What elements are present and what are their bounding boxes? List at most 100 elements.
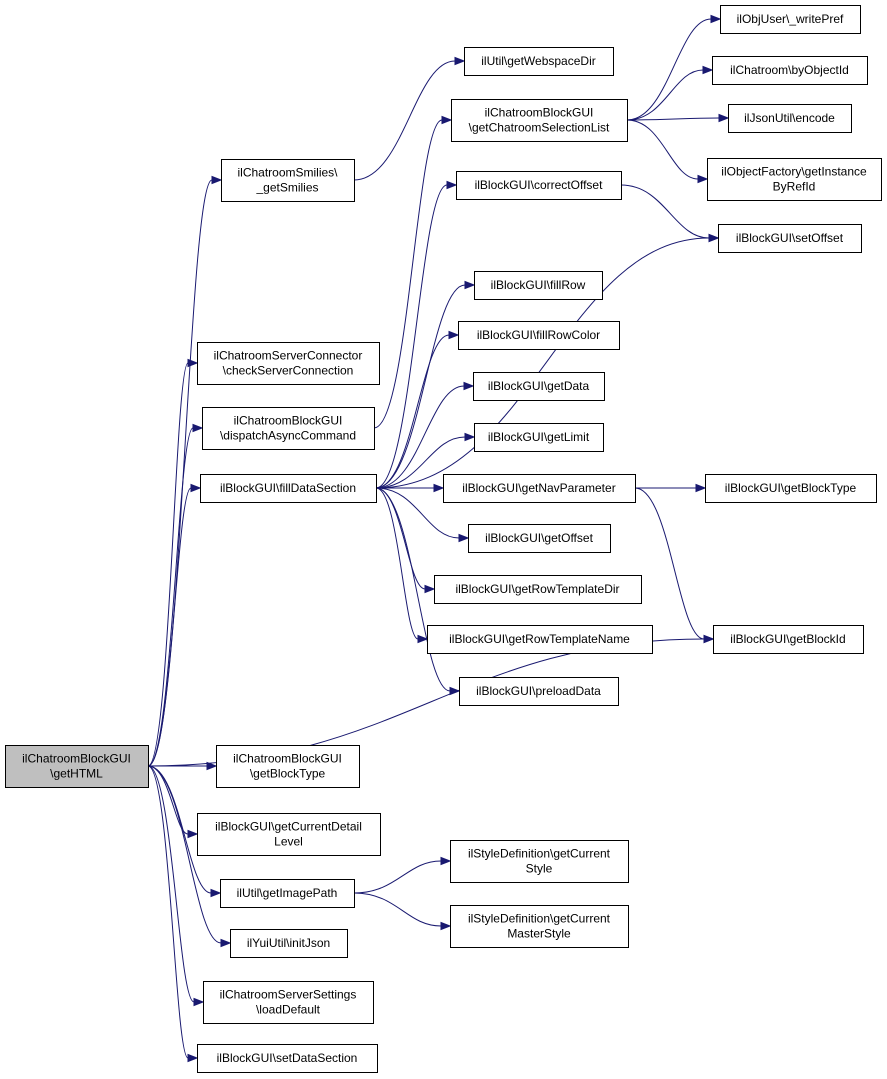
node-preload[interactable]: ilBlockGUI\preloadData — [459, 677, 619, 706]
node-label: ilChatroomBlockGUI — [234, 414, 343, 428]
edge-imagePath-to-styleCur — [353, 856, 452, 894]
node-webspace[interactable]: ilUtil\getWebspaceDir — [464, 47, 614, 76]
node-label: ilChatroomServerConnector — [214, 349, 363, 363]
node-box — [221, 159, 355, 202]
node-loadDefault[interactable]: ilChatroomServerSettings\loadDefault — [203, 981, 374, 1024]
edge-line — [147, 765, 222, 944]
node-label: ilBlockGUI\fillRowColor — [477, 328, 600, 342]
node-setDataSection[interactable]: ilBlockGUI\setDataSection — [197, 1044, 378, 1073]
node-smilies[interactable]: ilChatroomSmilies\_getSmilies — [221, 159, 355, 202]
node-root[interactable]: ilChatroomBlockGUI\getHTML — [5, 745, 149, 788]
node-imagePath[interactable]: ilUtil\getImagePath — [220, 879, 355, 908]
edge-arrowhead — [463, 381, 475, 391]
edge-arrowhead — [433, 483, 445, 493]
edge-arrowhead — [206, 761, 218, 771]
node-correctOffset[interactable]: ilBlockGUI\correctOffset — [456, 171, 622, 200]
node-label: ilBlockGUI\getLimit — [488, 430, 590, 444]
node-blockType[interactable]: ilBlockGUI\getBlockType — [705, 474, 877, 503]
edge-line — [375, 436, 466, 489]
edge-selList-to-writePref — [626, 14, 722, 121]
node-box — [197, 1044, 378, 1073]
node-byObjectId[interactable]: ilChatroom\byObjectId — [712, 56, 868, 85]
edge-arrowhead — [718, 113, 730, 123]
node-box — [458, 321, 620, 350]
node-label: ilUtil\getImagePath — [237, 886, 338, 900]
node-blockId[interactable]: ilBlockGUI\getBlockId — [713, 625, 864, 654]
node-label: ilBlockGUI\getCurrentDetail — [215, 820, 362, 834]
node-label: ilChatroomSmilies\ — [237, 166, 338, 180]
edge-arrowhead — [440, 921, 452, 931]
node-dispatch[interactable]: ilChatroomBlockGUI\dispatchAsyncCommand — [202, 407, 375, 450]
node-encode[interactable]: ilJsonUtil\encode — [728, 104, 852, 133]
node-box — [464, 47, 614, 76]
node-fillRowColor[interactable]: ilBlockGUI\fillRowColor — [458, 321, 620, 350]
edge-fillDataSection-to-preload — [375, 487, 461, 696]
edge-arrowhead — [446, 180, 458, 190]
edge-root-to-chatBlockType — [148, 761, 218, 771]
node-initJson[interactable]: ilYuiUtil\initJson — [230, 929, 348, 958]
edge-fillDataSection-to-getOffset — [375, 487, 470, 543]
edge-line — [373, 119, 443, 429]
node-label: ilBlockGUI\correctOffset — [475, 178, 603, 192]
node-box — [427, 625, 653, 654]
node-selList[interactable]: ilChatroomBlockGUI\getChatroomSelectionL… — [451, 99, 628, 142]
edge-root-to-smilies — [147, 175, 223, 767]
edge-line — [147, 362, 189, 767]
node-fillRow[interactable]: ilBlockGUI\fillRow — [474, 271, 603, 300]
edge-line — [620, 184, 710, 239]
node-getLimit[interactable]: ilBlockGUI\getLimit — [474, 423, 604, 452]
edge-fillDataSection-to-fillRowColor — [375, 330, 460, 489]
node-rowTplDir[interactable]: ilBlockGUI\getRowTemplateDir — [434, 575, 642, 604]
node-label: ilBlockGUI\preloadData — [476, 684, 601, 698]
edge-arrowhead — [464, 432, 476, 442]
edge-line — [147, 765, 189, 835]
edge-arrowhead — [210, 888, 222, 898]
node-label: \getChatroomSelectionList — [469, 121, 610, 135]
node-checkConn[interactable]: ilChatroomServerConnector\checkServerCon… — [197, 342, 380, 385]
node-rowTplName[interactable]: ilBlockGUI\getRowTemplateName — [427, 625, 653, 654]
edge-selList-to-byObjectId — [626, 65, 714, 121]
edge-root-to-fillDataSection — [147, 483, 202, 767]
node-setOffset[interactable]: ilBlockGUI\setOffset — [718, 224, 862, 253]
node-box — [456, 171, 622, 200]
node-writePref[interactable]: ilObjUser\_writePref — [720, 5, 861, 34]
edge-arrowhead — [417, 634, 429, 644]
node-chatBlockType[interactable]: ilChatroomBlockGUI\getBlockType — [216, 745, 360, 788]
edge-arrowhead — [187, 829, 199, 839]
node-label: Style — [526, 862, 553, 876]
edge-line — [375, 184, 448, 489]
node-label: ilBlockGUI\getRowTemplateDir — [455, 582, 619, 596]
nodes-layer: ilChatroomBlockGUI\getHTML ilChatroomSmil… — [5, 5, 882, 1073]
node-box — [705, 474, 877, 503]
node-label: ilYuiUtil\initJson — [247, 936, 330, 950]
node-box — [713, 625, 864, 654]
node-fillDataSection[interactable]: ilBlockGUI\fillDataSection — [200, 474, 377, 503]
edge-fillDataSection-to-getData — [375, 381, 475, 489]
edge-line — [375, 334, 450, 489]
edge-line — [375, 237, 710, 489]
node-label: \checkServerConnection — [223, 364, 354, 378]
node-box — [443, 474, 636, 503]
node-label: _getSmilies — [255, 181, 318, 195]
node-label: ilBlockGUI\setOffset — [736, 231, 844, 245]
node-getData[interactable]: ilBlockGUI\getData — [473, 372, 605, 401]
node-label: ilObjUser\_writePref — [737, 12, 844, 26]
node-getNavParam[interactable]: ilBlockGUI\getNavParameter — [443, 474, 636, 503]
node-label: ilBlockGUI\getBlockType — [725, 481, 857, 495]
node-getOffset[interactable]: ilBlockGUI\getOffset — [468, 524, 611, 553]
edge-line — [375, 487, 419, 640]
edge-line — [147, 765, 195, 1003]
node-box — [450, 905, 629, 948]
node-label: ilBlockGUI\getNavParameter — [462, 481, 615, 495]
edge-arrowhead — [464, 280, 476, 290]
node-label: ilChatroomBlockGUI — [22, 752, 131, 766]
node-label: ilBlockGUI\getRowTemplateName — [449, 632, 630, 646]
node-box — [5, 745, 149, 788]
edge-line — [375, 487, 426, 590]
node-box — [216, 745, 360, 788]
